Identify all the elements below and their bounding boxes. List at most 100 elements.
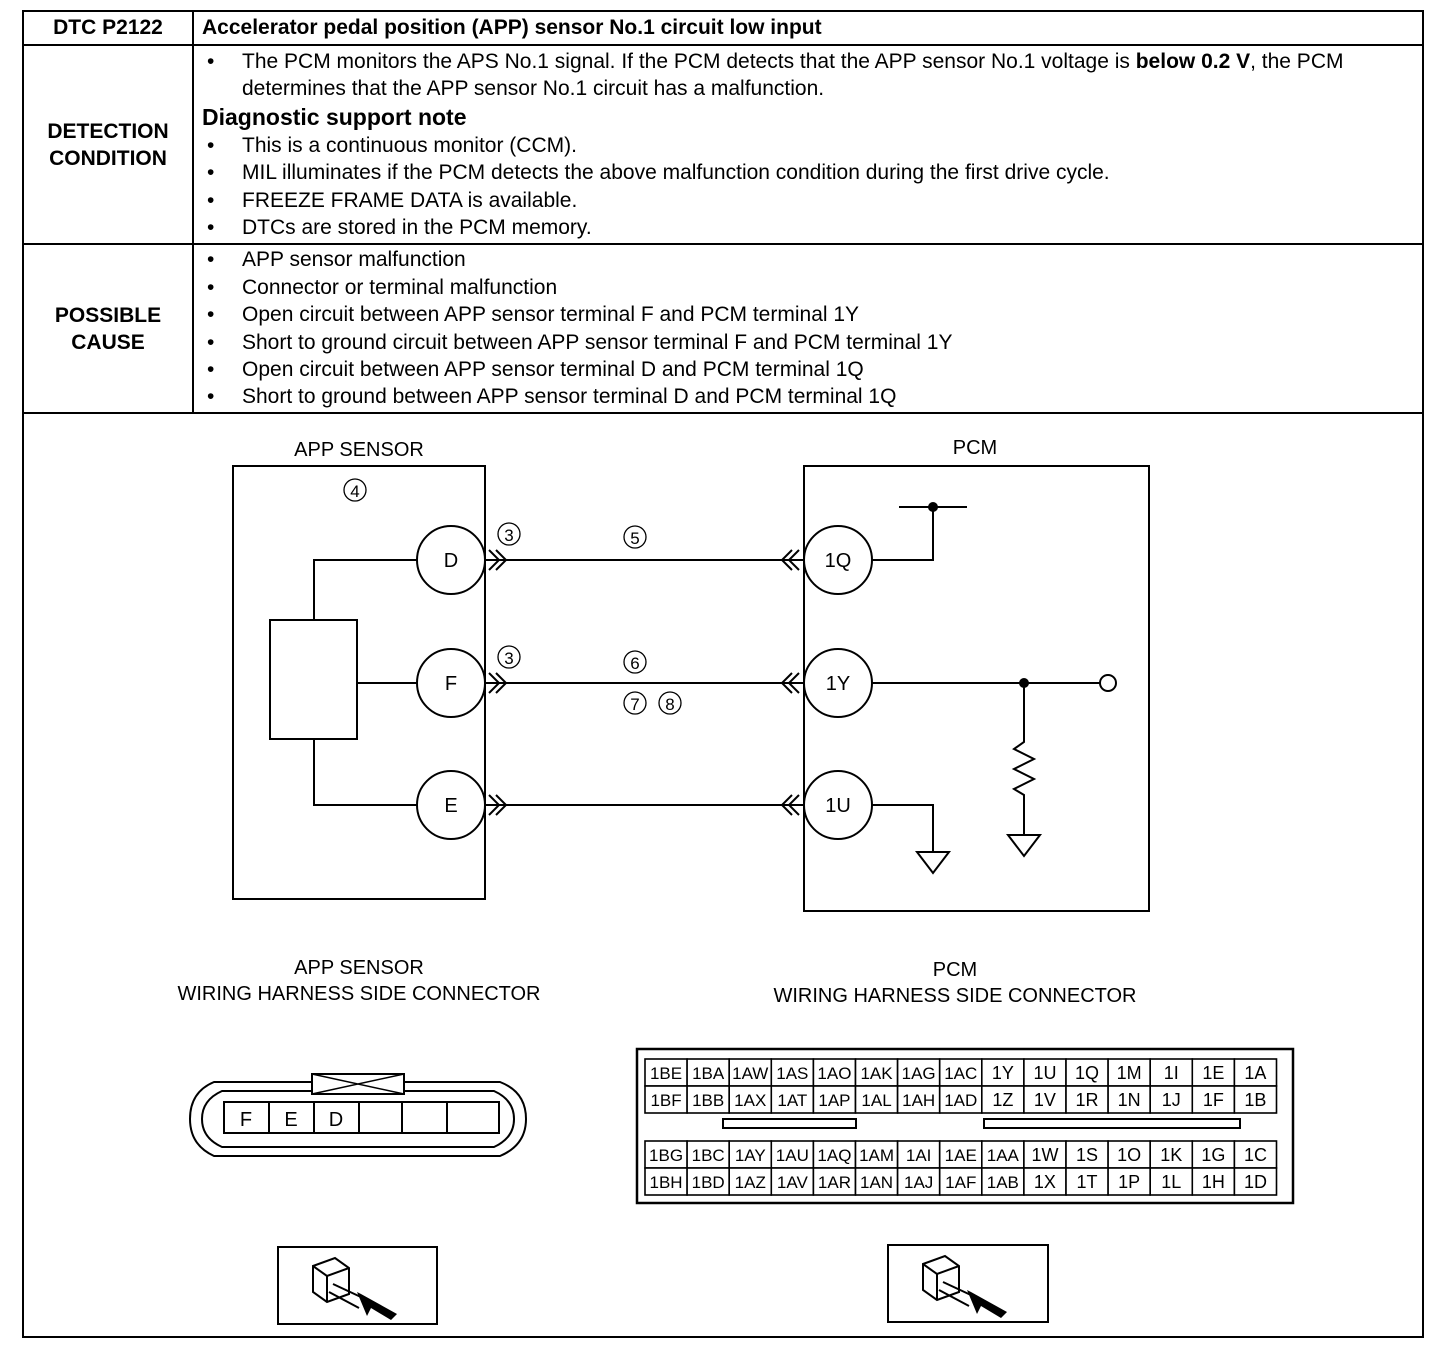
pcm-connector-pin-label: 1AR <box>818 1173 851 1192</box>
possible-cause-label: POSSIBLE CAUSE <box>24 243 194 414</box>
threshold-value: below 0.2 V <box>1135 50 1251 73</box>
detection-content: The PCM monitors the APS No.1 signal. If… <box>192 43 1422 246</box>
pcm-connector-pin-label: 1AW <box>732 1064 768 1083</box>
pcm-connector-subtitle: WIRING HARNESS SIDE CONNECTOR <box>774 985 1137 1007</box>
sensor-connector-pin-label: D <box>329 1109 343 1131</box>
pcm-connector-pin-label: 1F <box>1203 1090 1224 1110</box>
detection-label-line2: CONDITION <box>49 146 167 170</box>
detection-label-line1: DETECTION <box>47 119 169 143</box>
cause-item: Connector or terminal malfunction <box>204 274 1422 302</box>
support-list: This is a continuous monitor (CCM). MIL … <box>194 132 1422 242</box>
connector-chevron-icon <box>488 794 508 816</box>
dtc-table: DTC P2122 Accelerator pedal position (AP… <box>24 12 1422 414</box>
pcm-connector-pin <box>770 1085 815 1114</box>
sensor-wire-d <box>313 559 418 620</box>
pcm-connector-pin-label: 1B <box>1244 1090 1266 1110</box>
pcm-connector-pin <box>980 1167 1025 1196</box>
pcm-connector-pin-label: 1AH <box>902 1091 935 1110</box>
pcm-connector-pin <box>1065 1167 1109 1196</box>
pcm-connector-pin-label: 1K <box>1160 1145 1182 1165</box>
pcm-connector-pin <box>1107 1167 1151 1196</box>
pcm-connector-pin-label: 1AJ <box>904 1173 933 1192</box>
pcm-connector-pin-label: 1L <box>1161 1172 1181 1192</box>
pcm-connector-pin-label: 1Q <box>1075 1063 1099 1083</box>
pcm-connector-pin-label: 1C <box>1244 1145 1267 1165</box>
pcm-connector-pin-label: 1BB <box>692 1091 724 1110</box>
pcm-connector-pin-label: 1O <box>1117 1145 1141 1165</box>
dtc-sheet: DTC P2122 Accelerator pedal position (AP… <box>22 10 1424 1338</box>
pcm-connector-pin-label: 1AX <box>734 1091 766 1110</box>
pcm-connector-pin <box>938 1167 983 1196</box>
possible-cause-content: APP sensor malfunction Connector or term… <box>192 243 1422 414</box>
pcm-connector-pin <box>686 1167 730 1196</box>
support-heading: Diagnostic support note <box>202 103 467 130</box>
latch-mark <box>311 1073 405 1095</box>
pcm-connector-pin <box>1233 1140 1278 1169</box>
sensor-connector-title: APP SENSOR <box>294 957 424 979</box>
callout-4: 4 <box>350 482 359 501</box>
cause-item: Short to ground between APP sensor termi… <box>204 383 1422 411</box>
pcm-connector-pin <box>980 1140 1025 1169</box>
pcm-connector-pin-label: 1V <box>1034 1090 1056 1110</box>
callout-circle <box>658 691 682 715</box>
cause-list: APP sensor malfunction Connector or term… <box>194 246 1422 411</box>
pcm-connector-pin <box>728 1140 773 1169</box>
sensor-connector-pin-label: F <box>240 1109 252 1131</box>
pcm-connector-pin-label: 1BE <box>650 1064 682 1083</box>
pcm-connector-pin-label: 1BH <box>650 1173 683 1192</box>
pcm-connector-pin-label: 1AT <box>777 1091 807 1110</box>
sensor-element <box>269 619 358 740</box>
wiring-diagram: APP SENSOR 4 D F E 3 3 5 6 <box>178 437 1295 1325</box>
connector-chevron-icon <box>780 672 800 694</box>
pcm-connector-pin <box>1149 1058 1194 1087</box>
pcm-connector-pin <box>896 1140 941 1169</box>
pcm-connector-pin <box>1191 1085 1236 1114</box>
detection-row: DETECTION CONDITION The PCM monitors the… <box>24 43 1422 246</box>
pcm-connector-pin-label: 1AU <box>776 1146 809 1165</box>
detection-list: The PCM monitors the APS No.1 signal. If… <box>194 48 1422 103</box>
pcm-connector-pin-label: 1N <box>1118 1090 1141 1110</box>
pcm-connector-pin <box>854 1058 899 1087</box>
callout-circle <box>623 691 647 715</box>
pcm-connector-pin-label: 1BG <box>649 1146 683 1165</box>
pcm-connector-pin-label: 1R <box>1076 1090 1099 1110</box>
sensor-connector-pin <box>313 1101 360 1134</box>
pcm-wire-1q <box>872 507 934 561</box>
pcm-connector-pin <box>1191 1058 1236 1087</box>
pcm-connector-pin-label: 1AO <box>817 1064 851 1083</box>
sensor-terminal-label: E <box>444 795 457 817</box>
pcm-connector-pin-label: 1BF <box>650 1091 681 1110</box>
pcm-connector-pin-label: 1AK <box>860 1064 893 1083</box>
callout-7: 7 <box>630 695 639 714</box>
callout-circle <box>497 522 521 546</box>
pcm-connector-pin <box>644 1167 688 1196</box>
pcm-connector-pin-label: 1AY <box>735 1146 766 1165</box>
pcm-connector-pin-label: 1AA <box>987 1146 1020 1165</box>
pcm-connector-pin-label: 1M <box>1117 1063 1142 1083</box>
pcm-terminal-label: 1Q <box>825 550 852 572</box>
dtc-code: DTC P2122 <box>24 12 194 46</box>
sensor-connector-pin <box>401 1101 448 1134</box>
detection-label: DETECTION CONDITION <box>24 43 194 246</box>
resistor-icon <box>1011 683 1037 835</box>
pcm-connector-pin-label: 1G <box>1201 1145 1225 1165</box>
pcm-title: PCM <box>953 437 997 459</box>
pcm-connector-pin-label: 1AS <box>776 1064 808 1083</box>
pcm-connector-pin-label: 1AP <box>818 1091 850 1110</box>
pcm-connector-pin-label: 1AD <box>944 1091 977 1110</box>
pcm-connector-pin <box>1233 1085 1278 1114</box>
connector-chevron-icon <box>488 549 508 571</box>
support-item: FREEZE FRAME DATA is available. <box>204 187 1422 215</box>
pcm-connector-pin <box>686 1085 730 1114</box>
pcm-connector-pin-label: 1AC <box>944 1064 977 1083</box>
connector-view-icon <box>922 1254 1007 1318</box>
pcm-connector-pin-label: 1X <box>1034 1172 1056 1192</box>
pcm-connector-pin-label: 1E <box>1202 1063 1224 1083</box>
pcm-connector-pin <box>854 1085 899 1114</box>
pcm-connector-pin-label: 1Z <box>992 1090 1013 1110</box>
ground-icon <box>914 851 952 875</box>
pcm-wire-1u <box>872 804 934 852</box>
pcm-connector-pin <box>1149 1167 1194 1196</box>
pcm-connector-pin-label: 1AI <box>906 1146 932 1165</box>
